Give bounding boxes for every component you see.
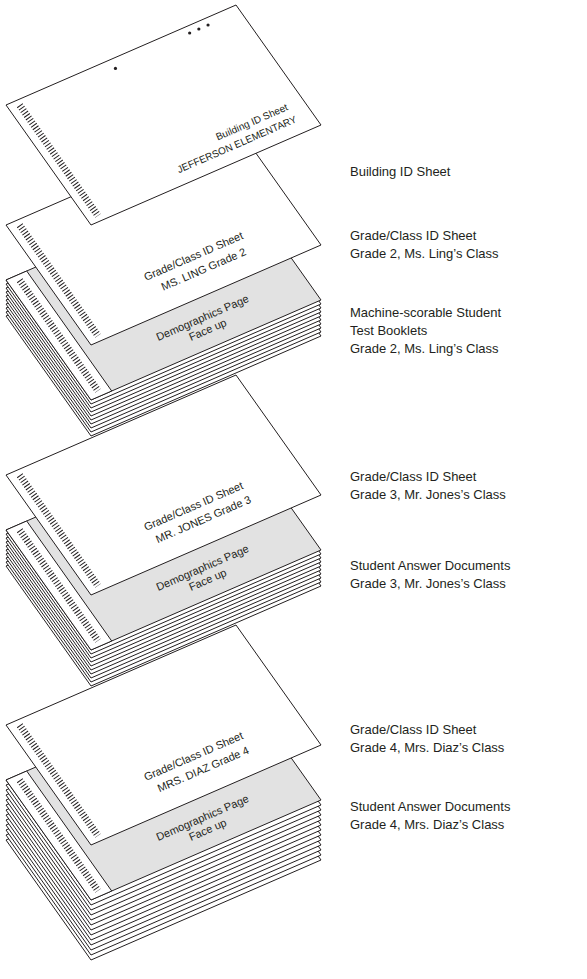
- building-id-sheet: Building ID SheetJEFFERSON ELEMENTARY: [6, 5, 321, 225]
- side-label: Grade 3, Mr. Jones’s Class: [350, 486, 506, 504]
- edge-hatch: [20, 725, 98, 835]
- timing-mark: [114, 67, 117, 70]
- edge-hatch: [20, 225, 98, 335]
- class-id-sheet: Grade/Class ID SheetMRS. DIAZ Grade 4: [6, 625, 321, 845]
- sheet-shape: [6, 375, 321, 595]
- side-label: Student Answer Documents: [350, 798, 510, 816]
- sheet-shape: [6, 625, 321, 845]
- sheet-outline: [6, 625, 321, 845]
- side-label: Grade/Class ID Sheet: [350, 721, 476, 739]
- side-label: Student Answer Documents: [350, 557, 510, 575]
- side-label: Grade 4, Mrs. Diaz’s Class: [350, 739, 504, 757]
- sheet-shape: [6, 5, 321, 225]
- timing-mark: [206, 23, 209, 26]
- side-label: Machine-scorable Student Test Booklets: [350, 304, 522, 340]
- timing-mark: [197, 27, 200, 30]
- side-label: Grade/Class ID Sheet: [350, 468, 476, 486]
- side-label: Grade 2, Ms. Ling’s Class: [350, 340, 499, 358]
- sheet-outline: [6, 375, 321, 595]
- timing-mark: [188, 31, 191, 34]
- side-label: Grade 4, Mrs. Diaz’s Class: [350, 816, 504, 834]
- class-id-sheet: Grade/Class ID SheetMR. JONES Grade 3: [6, 375, 321, 595]
- side-label: Grade 2, Ms. Ling’s Class: [350, 245, 499, 263]
- side-label: Grade 3, Mr. Jones’s Class: [350, 575, 506, 593]
- side-label: Grade/Class ID Sheet: [350, 227, 476, 245]
- edge-hatch: [20, 475, 98, 585]
- edge-hatch: [20, 105, 98, 215]
- side-label: Building ID Sheet: [350, 163, 450, 181]
